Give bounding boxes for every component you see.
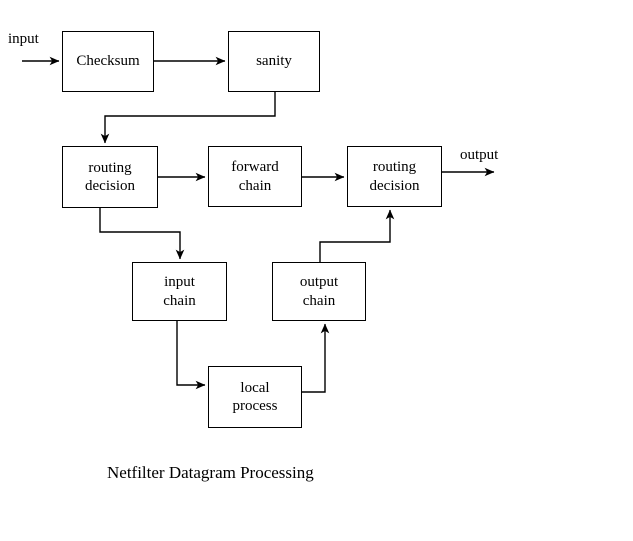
connector-sanity-to-routing-left bbox=[100, 92, 276, 144]
node-output-chain[interactable]: output chain bbox=[272, 262, 366, 321]
node-routing-decision-right-label-line1: routing bbox=[372, 159, 417, 176]
node-checksum[interactable]: Checksum bbox=[62, 31, 154, 92]
diagram-caption: Netfilter Datagram Processing bbox=[107, 463, 314, 482]
node-input-chain-label-line2: chain bbox=[163, 292, 196, 309]
node-output-chain-label-line1: output bbox=[299, 274, 339, 291]
node-local-process[interactable]: local process bbox=[208, 366, 302, 428]
node-routing-decision-right-label-line2: decision bbox=[369, 177, 420, 194]
node-local-process-label-line2: process bbox=[232, 398, 278, 414]
input-label: input bbox=[8, 31, 39, 47]
node-forward-chain-label-line1: forward bbox=[231, 159, 279, 176]
node-routing-decision-right[interactable]: routing decision bbox=[347, 146, 442, 207]
connector-local-process-to-output-chain bbox=[302, 323, 330, 393]
node-routing-decision-left-label-line1: routing bbox=[88, 159, 132, 176]
connector-output-chain-to-routing-right bbox=[319, 209, 395, 262]
node-local-process-label-line1: local bbox=[240, 379, 270, 396]
node-output-chain-label-line2: chain bbox=[302, 292, 336, 309]
node-forward-chain[interactable]: forward chain bbox=[208, 146, 302, 207]
node-routing-decision-left[interactable]: routing decision bbox=[62, 146, 158, 208]
node-sanity-label-line1: sanity bbox=[256, 53, 292, 70]
output-label: output bbox=[460, 147, 499, 163]
node-routing-decision-left-label-line2: decision bbox=[85, 178, 135, 194]
node-checksum-label-line1: Checksum bbox=[76, 53, 140, 70]
connector-input-chain-to-local-process bbox=[176, 321, 206, 390]
node-input-chain-label-line1: input bbox=[164, 274, 195, 291]
connector-routing-left-to-input-chain bbox=[99, 208, 185, 260]
node-input-chain[interactable]: input chain bbox=[132, 262, 227, 321]
node-sanity[interactable]: sanity bbox=[228, 31, 320, 92]
node-forward-chain-label-line2: chain bbox=[238, 177, 272, 194]
